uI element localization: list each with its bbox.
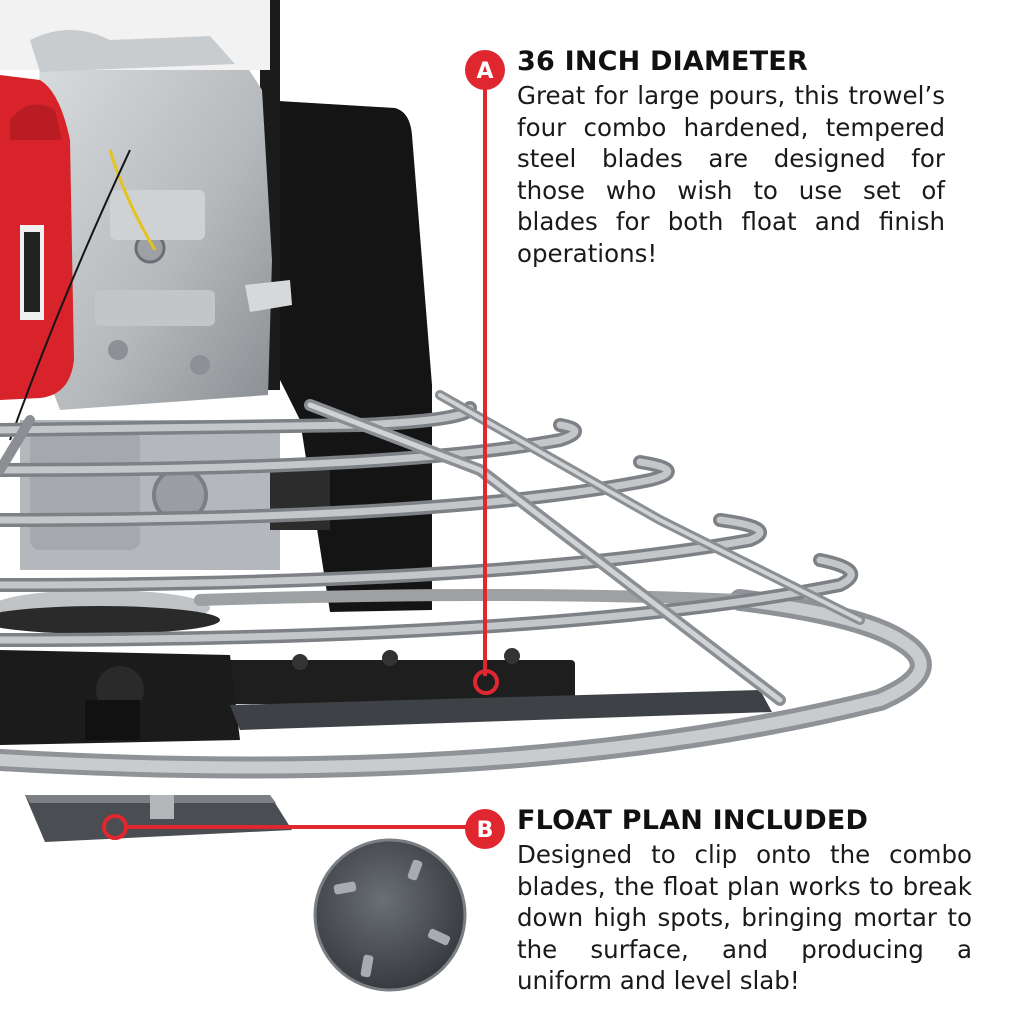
callout-a-badge-letter: A [476, 59, 493, 84]
callout-b-title: FLOAT PLAN INCLUDED [517, 805, 869, 836]
callout-b-badge-letter: B [477, 818, 494, 843]
engine [0, 0, 432, 634]
callout-b-badge: B [465, 809, 505, 849]
handle-tubes [0, 390, 865, 706]
float-pan-thumbnail [313, 838, 467, 992]
callout-b: FLOAT PLAN INCLUDED Designed to clip ont… [517, 805, 972, 997]
callout-a-title: 36 INCH DIAMETER [517, 46, 808, 77]
callout-a-body: Great for large pours, this trowel’s fou… [517, 81, 945, 268]
callout-b-body: Designed to clip onto the combo blades, … [517, 840, 972, 995]
float-plan-edge [25, 795, 292, 842]
callout-b-connector [102, 814, 467, 840]
callout-a-connector [473, 80, 499, 695]
callout-a: 36 INCH DIAMETER Great for large pours, … [517, 46, 945, 269]
blade-arm [0, 648, 772, 745]
callout-a-badge: A [465, 50, 505, 90]
